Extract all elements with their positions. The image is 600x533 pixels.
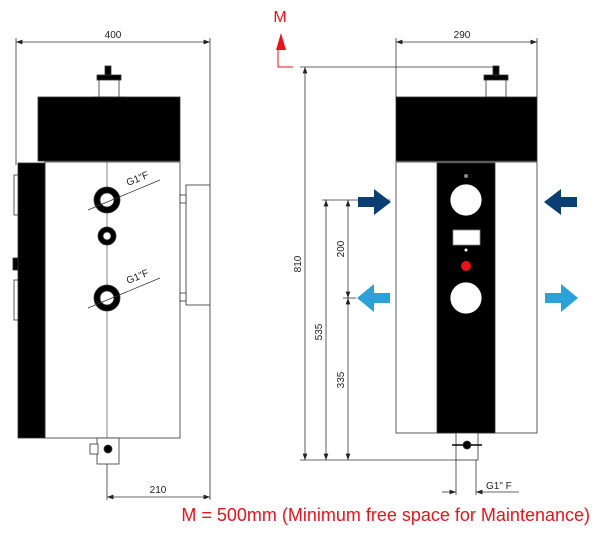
indicator-light [461, 261, 471, 271]
outlet-arrow-left-icon [357, 284, 390, 312]
side-box [185, 184, 211, 306]
inlet-arrow-left-icon [358, 189, 391, 215]
arrow-up-icon [276, 33, 286, 50]
dim-210: 210 [150, 485, 167, 496]
outlet-arrow-right-icon [545, 284, 578, 312]
dim-290: 290 [454, 30, 471, 41]
thermostat-knob [449, 183, 483, 217]
top-cover [37, 96, 181, 162]
front-view [300, 38, 538, 495]
dim-400: 400 [105, 30, 122, 41]
side-view [12, 38, 211, 500]
side-panel [17, 162, 46, 439]
dim-810: 810 [293, 255, 304, 272]
inlet-arrow-right-icon [544, 189, 577, 215]
drain-label: G1" F [486, 481, 512, 492]
maintenance-marker: M [273, 9, 293, 68]
dim-200: 200 [336, 240, 347, 257]
svg-text:M: M [273, 9, 286, 26]
display [452, 229, 481, 246]
maintenance-caption: M = 500mm (Minimum free space for Mainte… [181, 505, 590, 525]
dim-535: 535 [314, 323, 325, 340]
selector-knob [449, 281, 483, 315]
dim-335: 335 [336, 371, 347, 388]
top-cover-front [395, 96, 538, 162]
